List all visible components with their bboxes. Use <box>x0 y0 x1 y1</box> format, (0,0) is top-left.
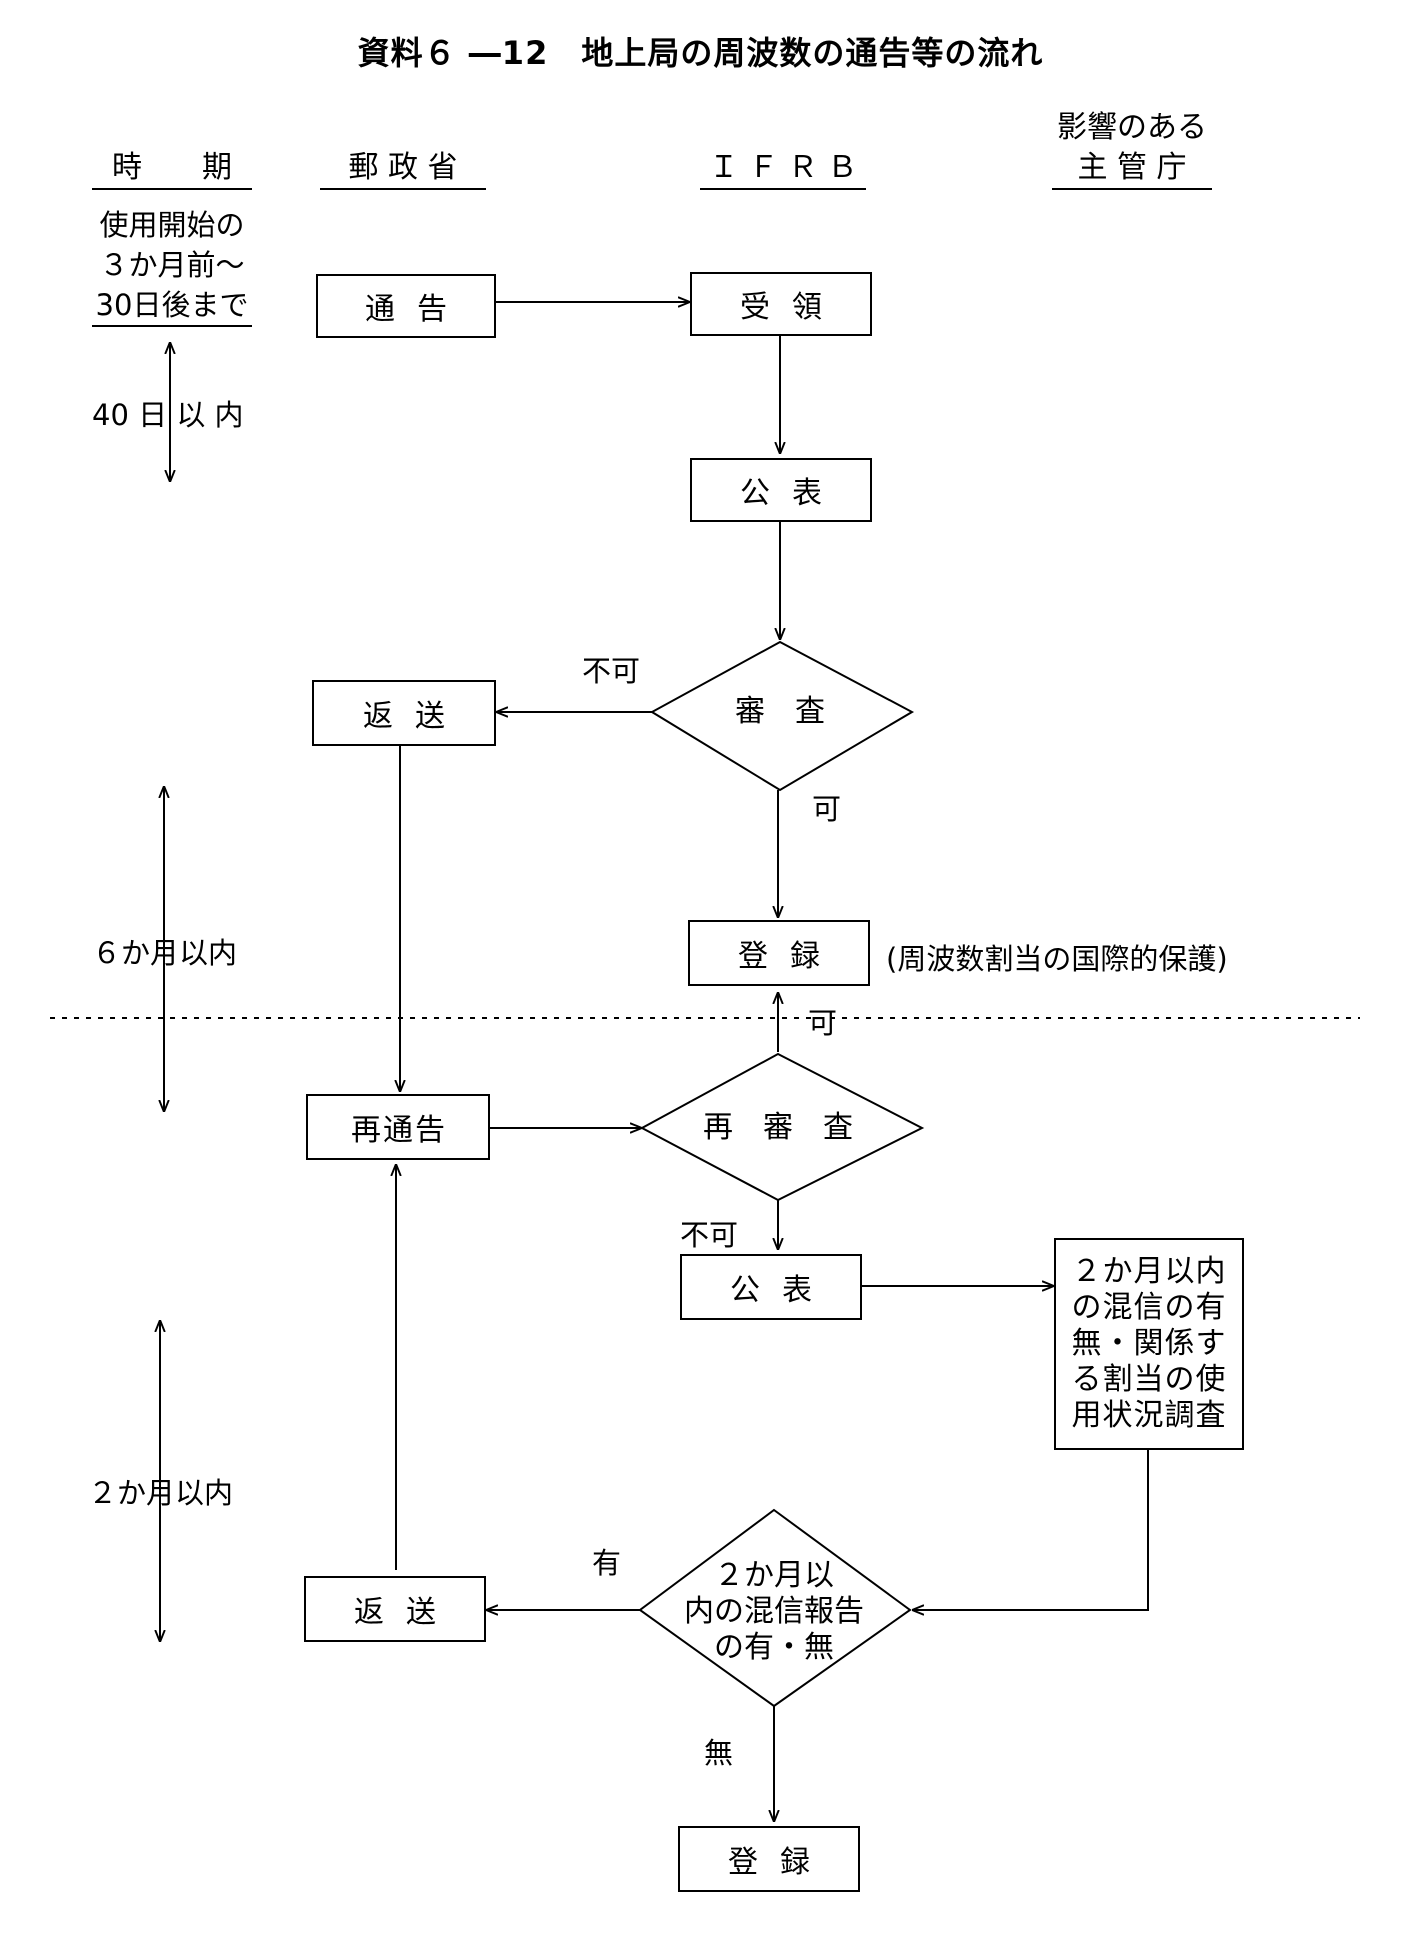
node-registration-1: 登録 <box>688 920 870 986</box>
decision-examination-shape <box>650 640 915 792</box>
edge-label-report-yes: 有 <box>592 1546 622 1580</box>
diagram-title: 資料６ ―12 地上局の周波数の通告等の流れ <box>357 34 1044 72</box>
decision-report-label: ２か月以 内の混信報告 の有・無 <box>684 1558 864 1665</box>
node-notification: 通告 <box>316 274 496 338</box>
decision-report-shape <box>638 1508 912 1708</box>
edge-label-report-no: 無 <box>704 1736 734 1770</box>
time-label-start: 使用開始の ３か月前～ 30日後まで <box>92 205 252 327</box>
decision-reexamination-label: 再 審 査 <box>703 1110 853 1145</box>
node-survey: ２か月以内 の混信の有 無・関係す る割当の使 用状況調査 <box>1054 1238 1244 1450</box>
protection-note: (周波数割当の国際的保護) <box>886 942 1228 976</box>
edge-label-reexam-no: 不可 <box>680 1218 739 1252</box>
decision-examination-label: 審 査 <box>735 694 825 729</box>
header-affected-administration: 影響のある 主 管 庁 <box>1052 108 1212 190</box>
node-receipt: 受領 <box>690 272 872 336</box>
node-registration-2: 登録 <box>678 1826 860 1892</box>
edge-survey-to-report <box>912 1450 1149 1610</box>
decision-reexamination-shape <box>639 1052 925 1202</box>
header-time: 時 期 <box>92 148 252 190</box>
node-renotification: 再通告 <box>306 1094 490 1160</box>
node-publication-1: 公表 <box>690 458 872 522</box>
edge-label-exam-yes: 可 <box>812 792 842 826</box>
edge-label-reexam-yes: 可 <box>808 1006 838 1040</box>
header-ifrb: Ｉ Ｆ Ｒ Ｂ <box>700 148 866 190</box>
node-return-1: 返送 <box>312 680 496 746</box>
node-publication-2: 公表 <box>680 1254 862 1320</box>
header-ministry: 郵 政 省 <box>320 148 486 190</box>
edge-label-exam-no: 不可 <box>582 654 641 688</box>
node-return-2: 返送 <box>304 1576 486 1642</box>
